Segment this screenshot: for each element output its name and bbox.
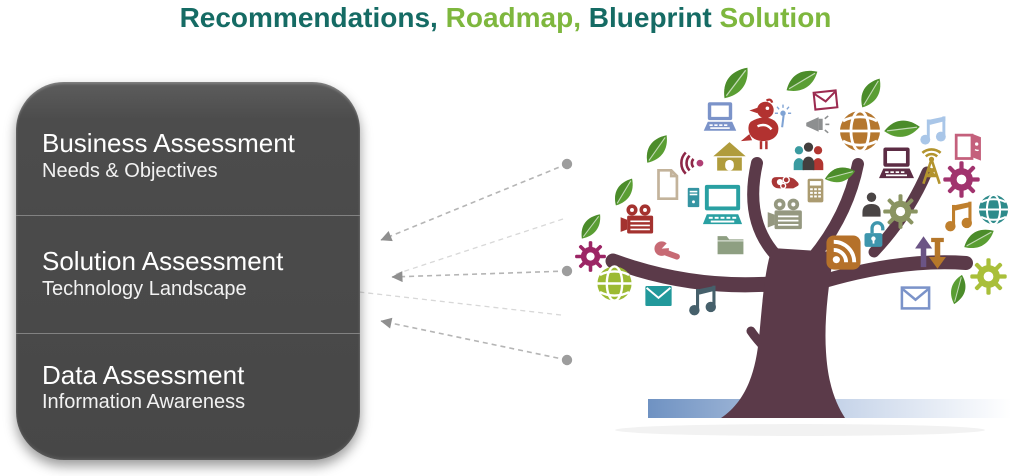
leaf-icon [884,120,920,137]
section-heading: Business Assessment [42,128,295,159]
laptop-outline-icon [807,178,824,203]
music-note-icon [945,201,972,232]
desktop-computer-icon [702,184,743,225]
door-icon [954,133,981,161]
panel-section-data: Data Assessment Information Awareness [16,333,360,460]
rss-icon [826,235,861,270]
video-camera-icon [620,204,654,234]
leaf-icon [581,214,601,239]
signal-icon [680,151,704,175]
leaf-icon [786,70,818,91]
globe-icon [840,109,880,153]
idea-pin-icon [774,104,792,128]
section-heading: Solution Assessment [42,246,284,277]
assessment-panel: Business Assessment Needs & Objectives S… [16,82,360,460]
connector-dot [561,354,573,366]
connector-dot [561,265,573,277]
leaf-icon [824,167,856,183]
house-icon [713,142,746,171]
dashed-connector [380,163,568,242]
dashed-connector [392,218,564,276]
radio-tower-icon [921,148,942,185]
title-segment: Roadmap, [445,2,589,33]
title-segment: Recommendations, [179,2,446,33]
globe-icon [597,265,632,302]
gear-icon [575,241,606,272]
music-note-icon [920,116,946,145]
folder-icon [717,236,744,255]
laptop-icon [703,102,737,131]
leaf-icon [615,178,633,206]
title-segment: Solution [719,2,832,33]
connector-dot [561,158,573,170]
tree-shadow [615,424,985,436]
envelope-icon [812,89,839,111]
gear-icon [883,194,918,229]
section-subheading: Needs & Objectives [42,159,218,182]
leaf-icon [951,274,966,305]
leaf-icon [861,78,881,108]
dashed-connector [380,317,568,361]
computer-tower-icon [687,187,700,208]
laptop-icon [879,147,914,179]
envelope-icon [645,286,672,306]
trunk [721,248,845,418]
leaf-icon [964,229,994,248]
leaf-icon [724,67,748,99]
slide-title: Recommendations, Roadmap, Blueprint Solu… [0,2,1011,34]
section-subheading: Technology Landscape [42,277,247,300]
section-heading: Data Assessment [42,359,245,390]
hands-icon [771,176,799,190]
dashed-connector [358,291,562,316]
movie-camera-icon [767,198,802,230]
gear-icon [970,258,1007,295]
section-subheading: Information Awareness [42,391,246,414]
megaphone-icon [806,115,830,134]
title-segment: Blueprint [588,2,720,33]
person-icon [862,192,881,217]
document-icon [657,168,679,201]
gear-icon [943,161,980,198]
bird-icon [740,98,779,150]
wrench-icon [654,240,680,260]
music-note-icon [689,285,716,316]
transfer-arrows-icon [915,236,946,269]
panel-section-business: Business Assessment Needs & Objectives [16,82,360,215]
people-icon [793,142,824,171]
panel-section-solution: Solution Assessment Technology Landscape [16,215,360,333]
envelope-icon [900,286,931,310]
padlock-icon [864,221,885,247]
leaf-icon [646,135,667,163]
globe-icon [978,193,1009,226]
dashed-connector [391,270,568,283]
